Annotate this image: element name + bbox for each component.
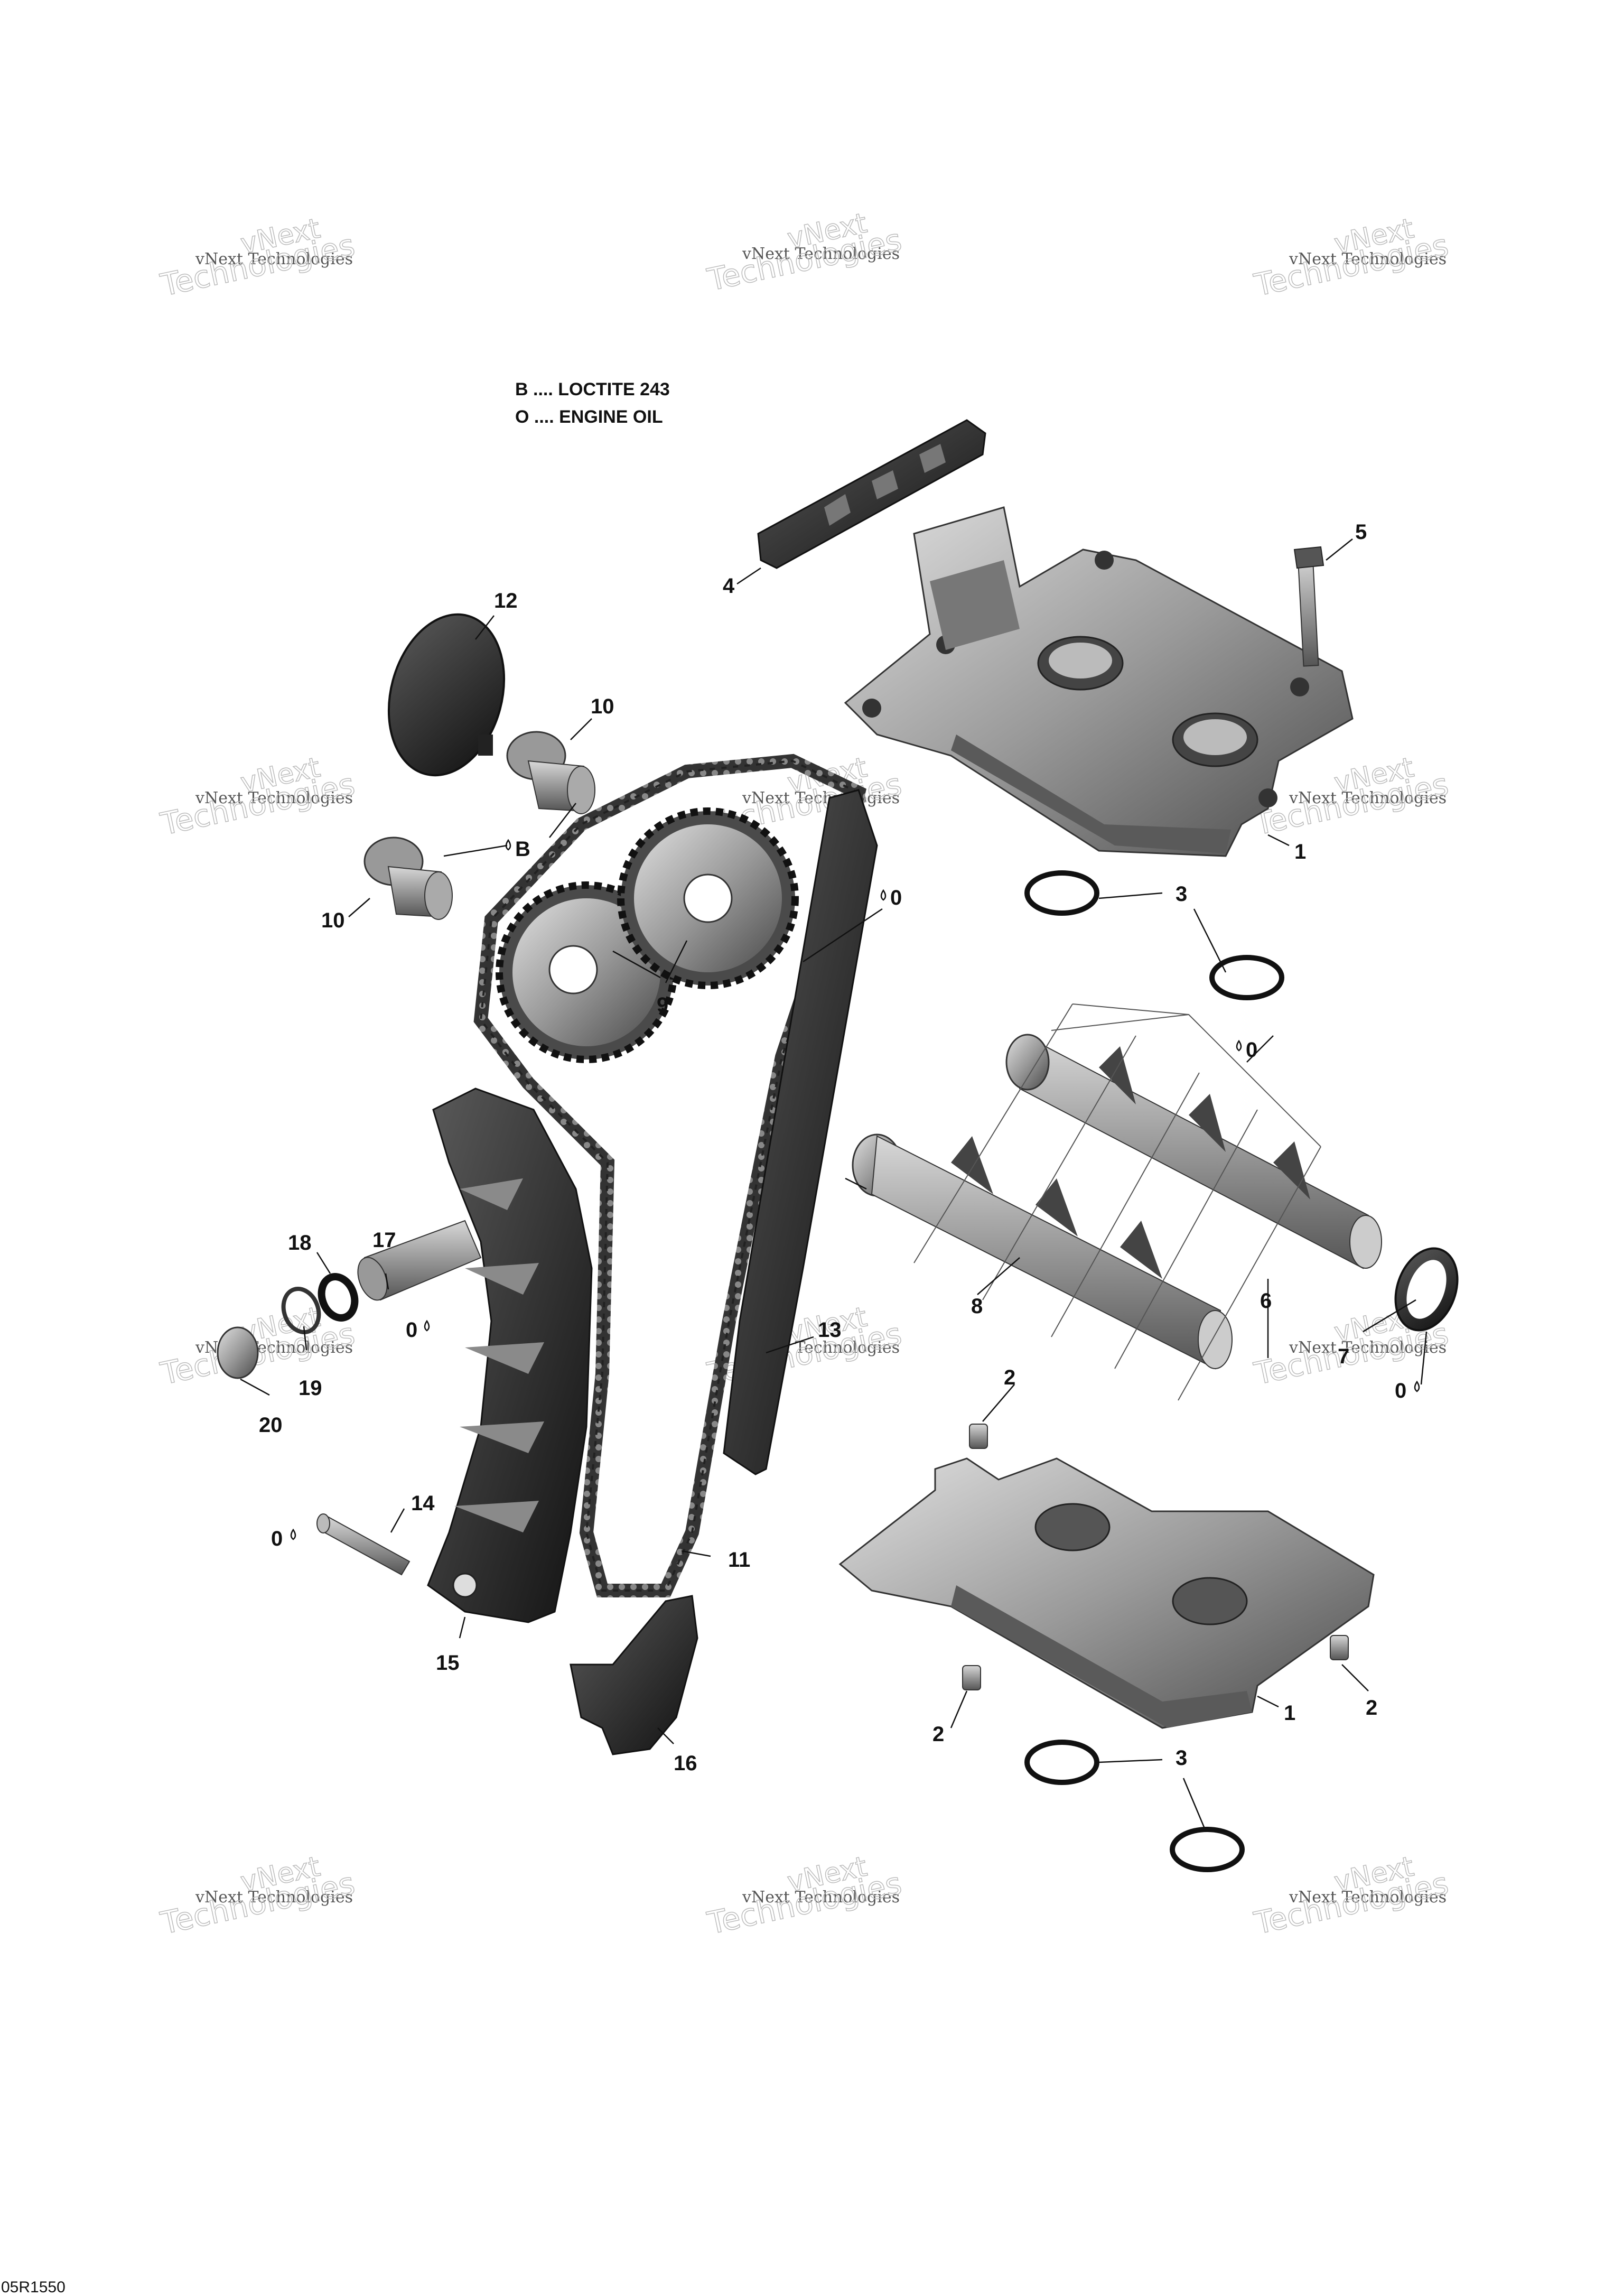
part-tensioner-body [357,1220,482,1301]
part-camshaft-housing-lower [838,1457,1375,1729]
watermark-small-text: vNext Technologies [1289,1338,1447,1357]
watermark-small-text: vNext Technologies [742,245,900,263]
part-chain-guide-vertical [723,789,878,1475]
marker-loctite-bushing: B [505,838,530,861]
legend-loctite: B .... LOCTITE 243 [515,379,670,399]
part-camshaft-exhaust [852,1133,1233,1370]
callout-1-lower: 1 [1284,1702,1295,1725]
part-spring-ring [318,1273,359,1322]
watermark-small-text: vNext Technologies [1289,250,1447,268]
watermark-small-text: vNext Technologies [195,250,353,268]
part-pivot-pin [316,1513,411,1576]
callout-3-upper: 3 [1176,882,1187,906]
callout-20: 20 [259,1414,283,1437]
part-o-rings-upper [1024,870,1284,1000]
part-chain-guide-top [757,419,986,569]
callout-2-right: 2 [1366,1696,1377,1719]
callout-10-upper: 10 [591,695,614,718]
svg-text:B: B [515,838,530,861]
callout-11: 11 [728,1548,750,1572]
drawing-code: 05R1550 [1,2279,66,2296]
callout-18: 18 [288,1231,312,1254]
watermark-small-text: vNext Technologies [742,1888,900,1907]
part-bolt [1293,546,1324,667]
marker-oil-seal-ring: 0 [1395,1379,1420,1402]
watermark-small-text: vNext Technologies [195,1888,353,1907]
part-dowel-pins [962,1424,1349,1690]
part-cover-cap [387,613,506,777]
part-seal-ring [1394,1247,1459,1332]
marker-oil-tensioner: 0 [406,1318,430,1342]
application-markers: B 0 0 0 0 0 [271,838,1420,1550]
watermark-small-text: vNext Technologies [1289,789,1447,807]
marker-oil-guide: 0 [880,886,902,909]
callout-labels: 1 1 2 2 2 3 3 4 5 6 7 8 9 10 10 11 12 13… [259,520,1377,1775]
callout-1-upper: 1 [1294,840,1306,863]
callout-4: 4 [723,574,735,598]
callout-3-lower: 3 [1176,1746,1187,1770]
callout-5: 5 [1355,520,1367,544]
part-camshaft-intake [1005,1034,1382,1269]
callout-14: 14 [411,1492,435,1515]
callout-17: 17 [372,1229,396,1252]
part-camshaft-housing-upper [844,506,1354,857]
callout-6: 6 [1260,1289,1272,1313]
part-timing-chain [473,754,866,1597]
watermark-small-text: vNext Technologies [742,789,900,807]
callout-16: 16 [674,1752,697,1775]
legend: B .... LOCTITE 243 O .... ENGINE OIL [515,379,670,427]
svg-text:0: 0 [406,1318,417,1342]
callout-12: 12 [494,589,518,612]
part-bushing-upper [506,731,595,814]
callout-13: 13 [818,1318,842,1342]
part-o-rings-lower [1024,1740,1245,1872]
svg-text:0: 0 [890,886,902,909]
callout-19: 19 [299,1377,322,1400]
callout-2-left: 2 [932,1723,944,1746]
legend-engine-oil: O .... ENGINE OIL [515,407,663,427]
leader-lines [240,538,1428,1829]
callout-10-lower: 10 [321,909,345,932]
marker-oil-pin: 0 [271,1527,296,1550]
watermark-small-text: vNext Technologies [195,789,353,807]
oil-indication-lines [913,1003,1321,1401]
callout-2-top: 2 [1004,1366,1015,1389]
part-lower-guide [570,1595,698,1755]
svg-text:0: 0 [1246,1038,1257,1062]
part-camshaft-sprockets [496,807,799,1063]
callout-8: 8 [971,1295,983,1318]
callout-9: 9 [657,993,668,1017]
part-bushing-lower [363,836,453,920]
marker-oil-camshafts: 0 [1236,1038,1257,1062]
part-washer [281,1287,321,1334]
watermark-small-text: vNext Technologies [1289,1888,1447,1907]
part-plug [217,1326,259,1379]
svg-text:0: 0 [1395,1379,1406,1402]
callout-15: 15 [436,1651,460,1675]
svg-text:0: 0 [271,1527,283,1550]
callout-7: 7 [1338,1345,1349,1368]
part-tensioner-guide [427,1087,593,1623]
